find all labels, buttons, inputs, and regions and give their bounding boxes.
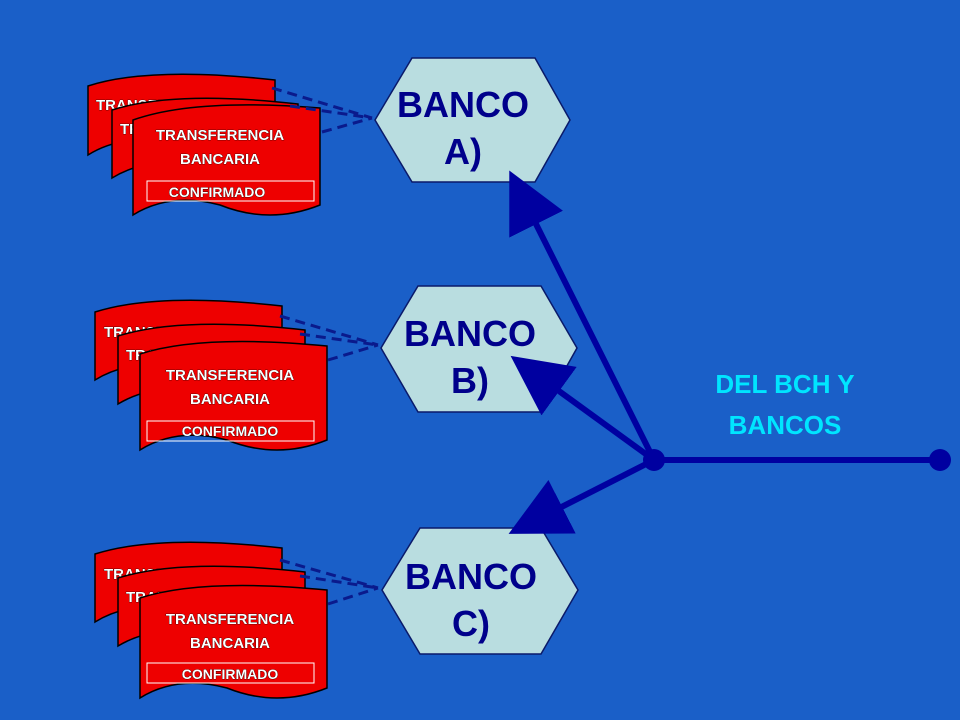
hub-node — [643, 449, 665, 471]
document-front: TRANSFERENCIA BANCARIA CONFIRMADO — [139, 340, 328, 452]
arrow-to-bank-c — [508, 457, 656, 534]
status-box — [146, 662, 315, 684]
document-front: TRANSFERENCIA BANCARIA CONFIRMADO — [132, 104, 321, 217]
bank-b-node: BANCO B) — [380, 285, 578, 413]
side-label-line2: BANCOS — [729, 410, 842, 440]
bank-c-letter: C) — [452, 603, 490, 644]
connector-dashes — [279, 558, 379, 606]
bank-b-title: BANCO — [404, 313, 536, 354]
central-network — [508, 170, 951, 534]
document-subtitle: BANCARIA — [190, 391, 270, 408]
status-box — [146, 180, 315, 202]
bank-c-title: BANCO — [405, 556, 537, 597]
document-stack-c: TRANSFER TRANSFER TRANSFERENCIA BANCARIA… — [94, 541, 379, 700]
bank-a-letter: A) — [444, 131, 482, 172]
bank-a-title: BANCO — [397, 84, 529, 125]
status-label: CONFIRMADO — [182, 423, 279, 439]
status-box — [146, 420, 315, 442]
status-label: CONFIRMADO — [182, 666, 279, 682]
document-front: TRANSFERENCIA BANCARIA CONFIRMADO — [139, 584, 328, 700]
connector-dashes — [279, 314, 379, 362]
side-label: DEL BCH Y BANCOS — [715, 369, 854, 440]
status-label: CONFIRMADO — [169, 184, 266, 200]
end-node — [929, 449, 951, 471]
bank-b-letter: B) — [451, 360, 489, 401]
side-label-line1: DEL BCH Y — [715, 369, 854, 399]
document-title: TRANSFERENCIA — [166, 367, 295, 384]
document-stack-b: TRANSFER TRANSFER TRANSFERENCIA BANCARIA… — [94, 299, 379, 452]
document-stack-a: TRANSFER TRANSFER TRANSFERENCIA BANCARIA… — [87, 73, 373, 217]
document-subtitle: BANCARIA — [180, 151, 260, 168]
document-title: TRANSFERENCIA — [156, 127, 285, 144]
arrow-to-bank-b — [510, 355, 656, 463]
document-title: TRANSFERENCIA — [166, 611, 295, 628]
document-subtitle: BANCARIA — [190, 635, 270, 652]
bank-c-node: BANCO C) — [381, 527, 579, 655]
bank-a-node: BANCO A) — [374, 57, 571, 183]
arrow-to-bank-a — [509, 170, 657, 462]
connector-dashes — [271, 86, 373, 134]
